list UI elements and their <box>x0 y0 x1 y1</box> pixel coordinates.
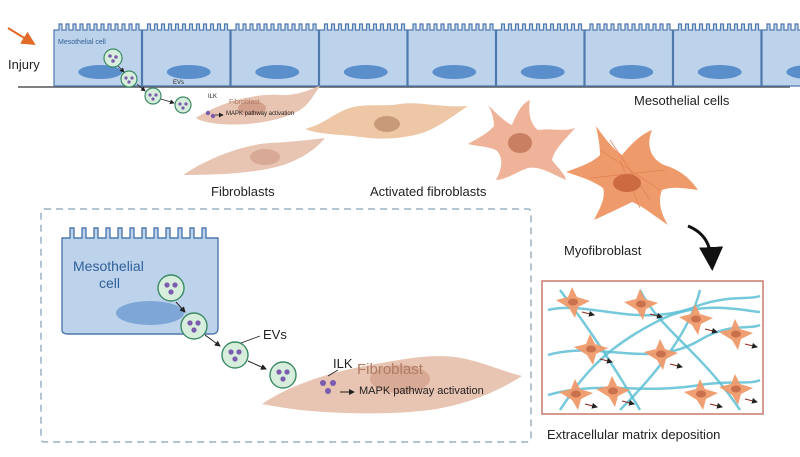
fibroblasts-label: Fibroblasts <box>211 184 275 199</box>
detail-inset-frame <box>40 208 532 443</box>
ilk-top-label: ILK <box>208 94 218 100</box>
mesothelial-cell-top-label: Mesothelial cell <box>58 39 106 46</box>
inset-evs-label: EVs <box>263 327 287 342</box>
ecm-panel <box>541 280 764 415</box>
ecm-myofibroblast <box>559 379 598 410</box>
ecm-myofibroblast <box>719 319 758 350</box>
mesothelial-cell <box>672 23 762 87</box>
matrix-fiber <box>619 289 702 411</box>
ev-chain-top <box>103 48 192 114</box>
ecm-myofibroblast <box>556 287 595 318</box>
mesothelial-cell <box>584 23 674 87</box>
ev-chain-inset <box>157 274 297 389</box>
inset-fibroblast-cell <box>262 356 522 414</box>
inset-mapk-label: MAPK pathway activation <box>359 385 484 397</box>
ecm-myofibroblast <box>719 374 758 405</box>
fibroblast-top-label: Fibroblast <box>229 99 260 106</box>
mesothelial-cell <box>761 23 800 87</box>
myofibroblast-label: Myofibroblast <box>564 243 642 258</box>
mesothelial-cell <box>495 23 585 87</box>
evs-top-label: EVs <box>173 80 185 86</box>
mesothelial-cell <box>230 23 320 87</box>
ecm-myofibroblast <box>684 379 723 410</box>
ecm-myofibroblast <box>596 376 635 407</box>
ecm-label: Extracellular matrix deposition <box>547 427 721 442</box>
inset-fibroblast-label: Fibroblast <box>357 361 423 378</box>
mesothelial-cells-label: Mesothelial cells <box>634 93 730 108</box>
inset-mesothelial-label-1: Mesothelial <box>73 258 144 274</box>
matrix-fiber <box>547 378 761 397</box>
to-ecm-arrow <box>687 224 724 271</box>
mesothelial-cell <box>141 23 231 87</box>
ecm-myofibroblast <box>624 289 663 320</box>
ecm-myofibroblast <box>574 334 613 365</box>
matrix-fiber <box>558 306 761 411</box>
mesothelial-cell <box>407 23 497 87</box>
ecm-myofibroblast <box>644 339 683 370</box>
inset-mesothelial-cell <box>61 227 219 335</box>
inset-ilk-label: ILK <box>333 356 353 371</box>
injury-arrow <box>7 27 36 46</box>
inset-mesothelial-label-2: cell <box>99 275 121 291</box>
mesothelial-layer <box>18 23 800 88</box>
myofibroblast-cell <box>566 126 698 225</box>
injury-label: Injury <box>8 57 40 72</box>
ecm-myofibroblast <box>679 304 718 335</box>
mapk-top-label: MAPK pathway activation <box>226 111 295 117</box>
mesothelial-cell <box>318 23 408 87</box>
activated-fibroblasts-label: Activated fibroblasts <box>370 184 487 199</box>
